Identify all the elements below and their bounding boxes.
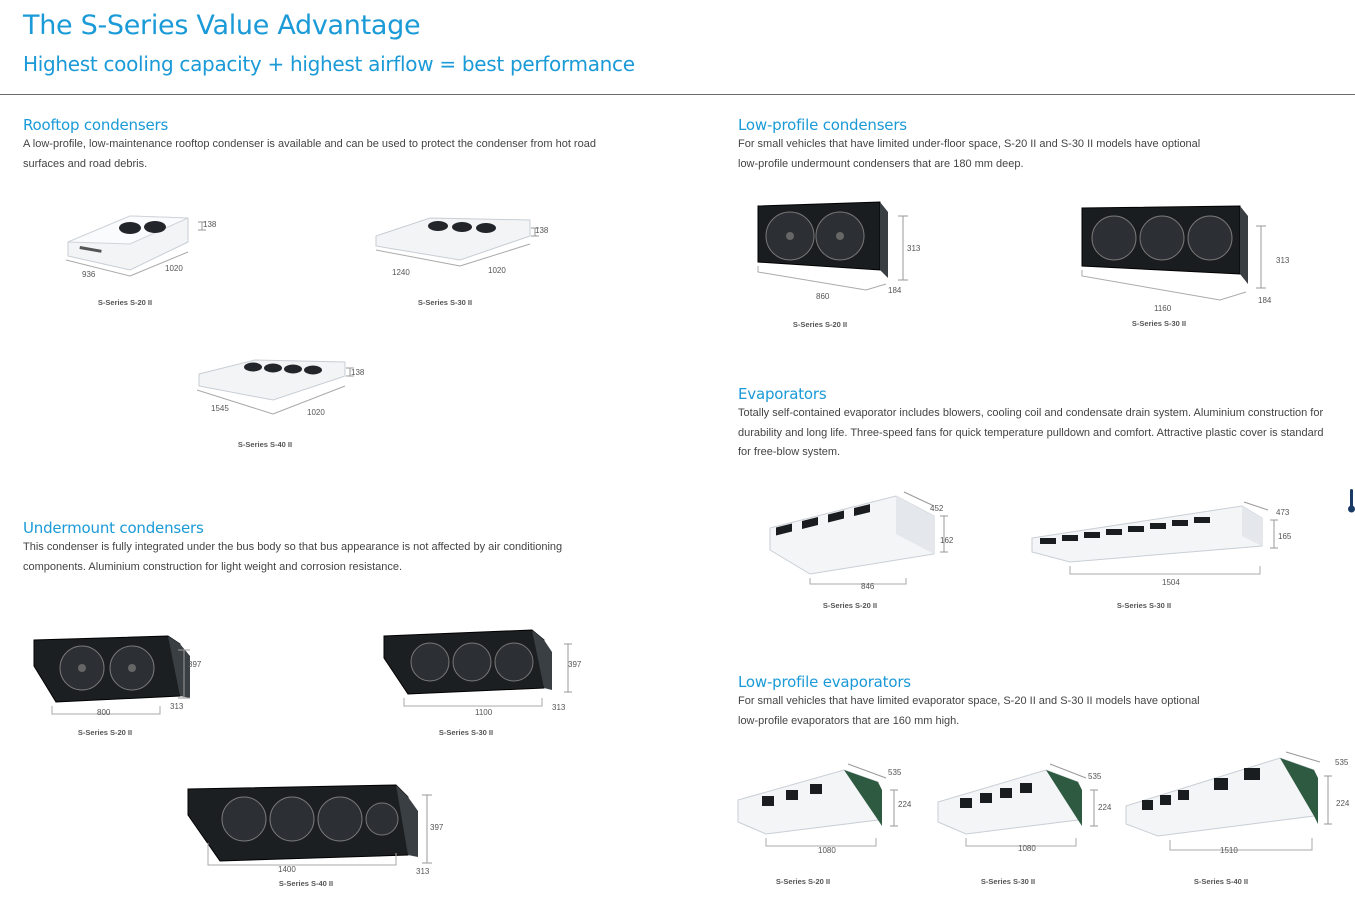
dim-height: 165 bbox=[1278, 532, 1292, 541]
product-caption: S-Series S-30 II bbox=[980, 877, 1036, 886]
dim-height: 162 bbox=[940, 536, 954, 545]
dim-length: 1400 bbox=[278, 865, 296, 874]
rooftop-condenser-s30-image bbox=[375, 217, 539, 267]
lowprofile-condenser-s30-image bbox=[1081, 205, 1266, 301]
dim-height: 313 bbox=[907, 244, 921, 253]
product-caption: S-Series S-20 II bbox=[775, 877, 831, 886]
product-caption: S-Series S-20 II bbox=[792, 320, 848, 329]
dim-height: 138 bbox=[535, 226, 549, 235]
dim-height: 397 bbox=[430, 823, 444, 832]
product-caption: S-Series S-20 II bbox=[822, 601, 878, 610]
dim-length: 846 bbox=[861, 582, 875, 591]
dim-length: 800 bbox=[97, 708, 111, 717]
lowprofile-evaporators-text: For small vehicles that have limited eva… bbox=[738, 695, 1200, 727]
dim-depth: 313 bbox=[416, 867, 430, 876]
dim-height: 224 bbox=[1098, 803, 1112, 812]
rooftop-condensers-heading: Rooftop condensers bbox=[23, 116, 169, 134]
dim-length: 1160 bbox=[1154, 304, 1172, 313]
product-caption: S-Series S-30 II bbox=[417, 298, 473, 307]
dim-length: 1240 bbox=[392, 268, 410, 277]
header-divider bbox=[0, 94, 1355, 95]
rooftop-condensers-text: A low-profile, low-maintenance rooftop c… bbox=[23, 138, 596, 170]
product-caption: S-Series S-30 II bbox=[438, 728, 494, 737]
dim-height: 224 bbox=[1336, 799, 1350, 808]
evaporator-s30-image bbox=[1031, 501, 1278, 575]
dim-width: 1020 bbox=[488, 266, 506, 275]
undermount-condensers-heading: Undermount condensers bbox=[23, 519, 204, 537]
lowprofile-evaporator-s30-image bbox=[937, 763, 1098, 847]
product-caption: S-Series S-40 II bbox=[278, 879, 334, 888]
rooftop-condenser-s20-image bbox=[65, 215, 206, 277]
dim-depth: 535 bbox=[888, 768, 902, 777]
dim-length: 1080 bbox=[818, 846, 836, 855]
dim-height: 138 bbox=[203, 220, 217, 229]
product-caption: S-Series S-20 II bbox=[97, 298, 153, 307]
page-title: The S-Series Value Advantage bbox=[23, 10, 421, 41]
dim-width: 1020 bbox=[165, 264, 183, 273]
evaporator-s20-image bbox=[769, 491, 948, 585]
evaporators-heading: Evaporators bbox=[738, 385, 827, 403]
product-caption: S-Series S-30 II bbox=[1131, 319, 1187, 328]
product-caption: S-Series S-30 II bbox=[1116, 601, 1172, 610]
product-caption: S-Series S-40 II bbox=[237, 440, 293, 449]
undermount-condensers-text: This condenser is fully integrated under… bbox=[23, 541, 563, 573]
dim-depth: 535 bbox=[1335, 758, 1349, 767]
undermount-condenser-s30-image bbox=[383, 629, 572, 707]
dim-depth: 473 bbox=[1276, 508, 1290, 517]
lowprofile-evaporator-s40-image bbox=[1125, 751, 1332, 851]
product-caption: S-Series S-20 II bbox=[77, 728, 133, 737]
dim-length: 1545 bbox=[211, 404, 229, 413]
evaporators-text: Totally self-contained evaporator includ… bbox=[738, 407, 1324, 458]
dim-length: 1100 bbox=[475, 708, 493, 717]
page-subtitle: Highest cooling capacity + highest airfl… bbox=[23, 52, 635, 76]
thermometer-icon bbox=[1348, 489, 1355, 513]
dim-length: 936 bbox=[82, 270, 96, 279]
dim-length: 1080 bbox=[1018, 844, 1036, 853]
lowprofile-evaporator-s20-image bbox=[737, 763, 898, 847]
undermount-condenser-s20-image bbox=[33, 635, 190, 715]
dim-depth: 535 bbox=[1088, 772, 1102, 781]
lowprofile-condensers-heading: Low-profile condensers bbox=[738, 116, 907, 134]
dim-depth: 184 bbox=[1258, 296, 1272, 305]
dim-depth: 313 bbox=[552, 703, 566, 712]
dim-depth: 452 bbox=[930, 504, 944, 513]
lowprofile-evaporators-heading: Low-profile evaporators bbox=[738, 673, 911, 691]
dim-height: 138 bbox=[351, 368, 365, 377]
dim-depth: 184 bbox=[888, 286, 902, 295]
dim-height: 397 bbox=[568, 660, 582, 669]
dim-length: 1510 bbox=[1220, 846, 1238, 855]
dim-width: 1020 bbox=[307, 408, 325, 417]
dim-height: 313 bbox=[1276, 256, 1290, 265]
lowprofile-condensers-text: For small vehicles that have limited und… bbox=[738, 138, 1201, 170]
product-caption: S-Series S-40 II bbox=[1193, 877, 1249, 886]
rooftop-condenser-s40-image bbox=[196, 359, 354, 415]
undermount-condenser-s40-image bbox=[187, 784, 432, 866]
dim-depth: 313 bbox=[170, 702, 184, 711]
dim-length: 860 bbox=[816, 292, 830, 301]
lowprofile-condenser-s20-image bbox=[757, 201, 908, 291]
dim-height: 224 bbox=[898, 800, 912, 809]
dim-length: 1504 bbox=[1162, 578, 1180, 587]
dim-height: 397 bbox=[188, 660, 202, 669]
